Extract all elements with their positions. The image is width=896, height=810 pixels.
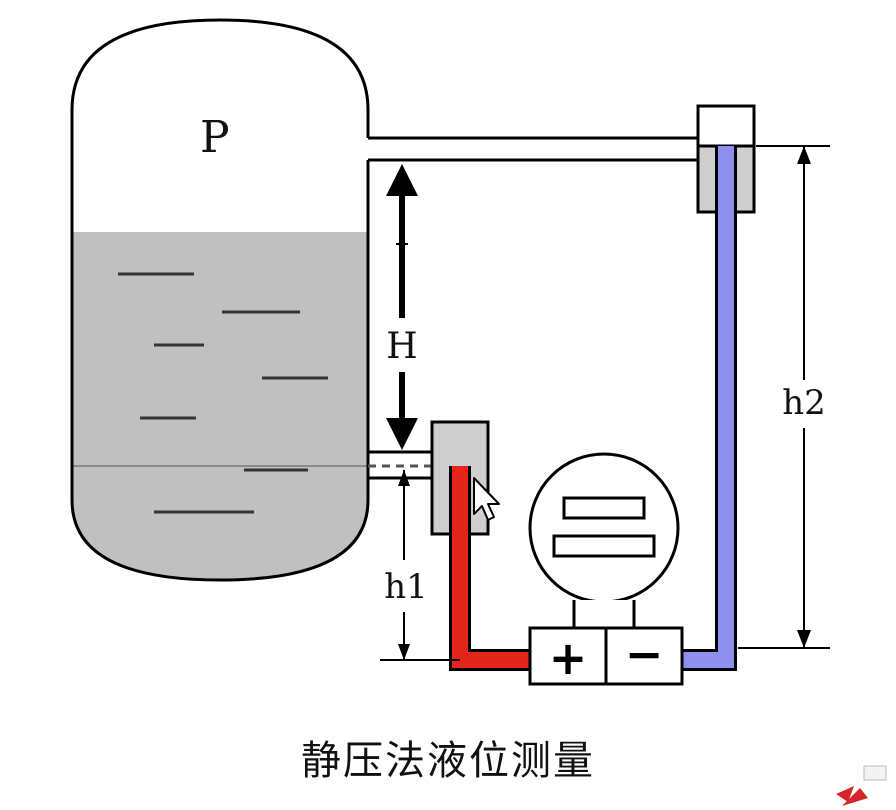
diagram-caption: 静压法液位测量 bbox=[301, 738, 595, 784]
height-h2-dimension bbox=[738, 145, 830, 649]
tank-vessel bbox=[70, 18, 370, 582]
gauge-bar-top bbox=[562, 496, 646, 520]
lower-impulse-pipe bbox=[368, 450, 432, 480]
minus-port-label: − bbox=[625, 627, 664, 681]
plus-port-label: + bbox=[549, 631, 588, 685]
height-h1-label: h1 bbox=[384, 567, 428, 607]
transmitter-neck bbox=[572, 600, 636, 630]
height-h1-dimension bbox=[380, 470, 460, 661]
high-pressure-tube bbox=[449, 466, 530, 671]
mouse-cursor-icon bbox=[473, 477, 500, 521]
liquid-ripples bbox=[118, 272, 328, 514]
height-h2-label: h2 bbox=[782, 383, 826, 423]
gauge-bar-bottom bbox=[552, 534, 656, 558]
height-H-dimension bbox=[386, 164, 418, 450]
tank-liquid bbox=[72, 232, 368, 580]
tank-label: P bbox=[200, 112, 230, 163]
dp-transmitter: + − bbox=[528, 452, 684, 686]
transmitter-gauge bbox=[528, 452, 680, 604]
upper-impulse-pipe bbox=[366, 136, 700, 452]
height-H-label: H bbox=[386, 326, 417, 367]
watermark-logo-icon bbox=[836, 765, 887, 806]
